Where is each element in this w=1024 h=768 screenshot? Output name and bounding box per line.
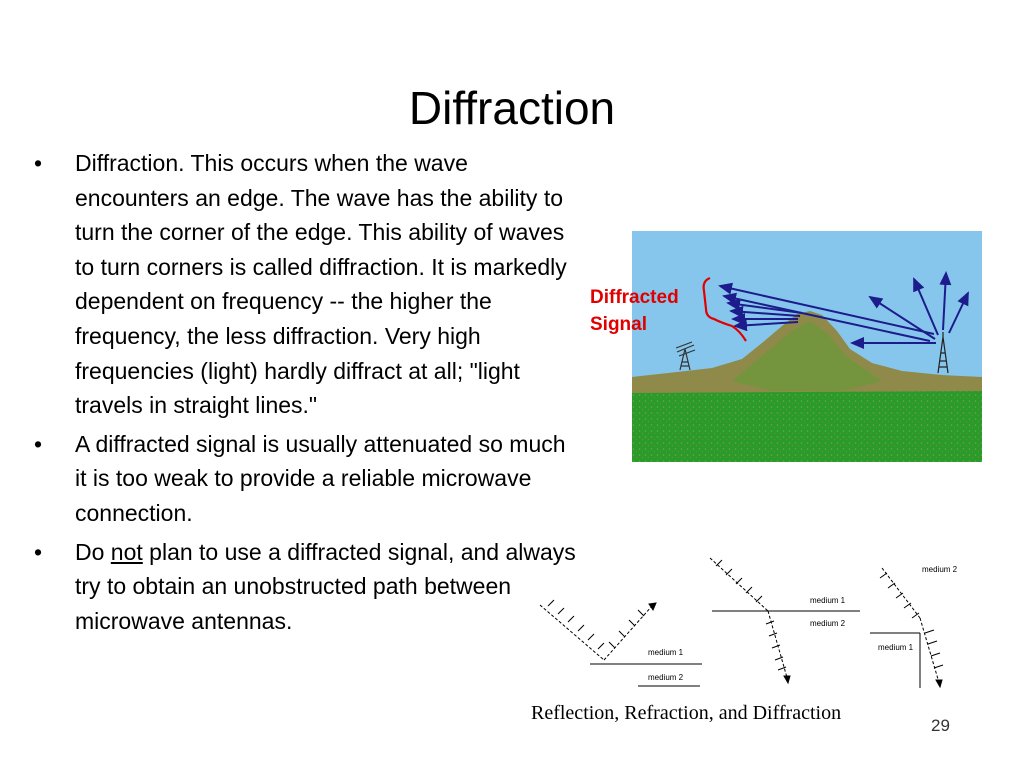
receiver-antenna-icon — [675, 341, 696, 371]
slide-number: 29 — [931, 716, 950, 735]
reflection-medium-2-label: medium 2 — [648, 673, 684, 682]
grass — [632, 381, 982, 462]
bullet-text: A diffracted signal is usually attenuate… — [75, 430, 566, 526]
diffraction-illustration — [632, 231, 982, 462]
bullet-marker: • — [34, 430, 43, 457]
figure-caption: Reflection, Refraction, and Diffraction — [531, 702, 842, 724]
bullet-marker: • — [34, 150, 43, 176]
bullet-text-after: plan to use a diffracted signal, and alw… — [75, 538, 576, 634]
reflection-diagram — [539, 599, 702, 665]
diffraction-bend-diagram — [870, 567, 944, 689]
bullet-item: • A diffracted signal is usually attenua… — [34, 427, 579, 531]
bullet-item: • Diffraction. This occurs when the wave… — [34, 146, 579, 423]
refraction-diagram — [709, 557, 860, 685]
diffraction-medium-1-label: medium 1 — [878, 643, 914, 652]
diffraction-medium-2-label: medium 2 — [922, 565, 958, 574]
refraction-medium-2-label: medium 2 — [810, 619, 846, 628]
diffracted-signal-label: Diffracted Signal — [590, 284, 679, 338]
brace-icon — [702, 276, 747, 342]
bullet-item: • Do not plan to use a diffracted signal… — [34, 535, 579, 639]
label-line-1: Diffracted — [590, 287, 679, 308]
signal-arrows — [718, 271, 969, 349]
wave-diagrams: medium 1 medium 2 medium 1 medium 2 medi… — [539, 557, 958, 689]
slide-title: Diffraction — [408, 82, 616, 134]
bullet-marker: • — [34, 538, 43, 565]
reflection-medium-1-label: medium 1 — [648, 648, 684, 657]
bullet-list: • Diffraction. This occurs when the wave… — [34, 146, 579, 642]
bullet-text-before: Do — [75, 538, 111, 565]
label-line-2: Signal — [590, 314, 648, 335]
bullet-text: Diffraction. This occurs when the wave e… — [75, 150, 567, 419]
transmitter-antenna-icon — [937, 332, 949, 374]
refraction-medium-1-label: medium 1 — [810, 596, 846, 605]
bullet-text-underlined: not — [110, 538, 143, 565]
